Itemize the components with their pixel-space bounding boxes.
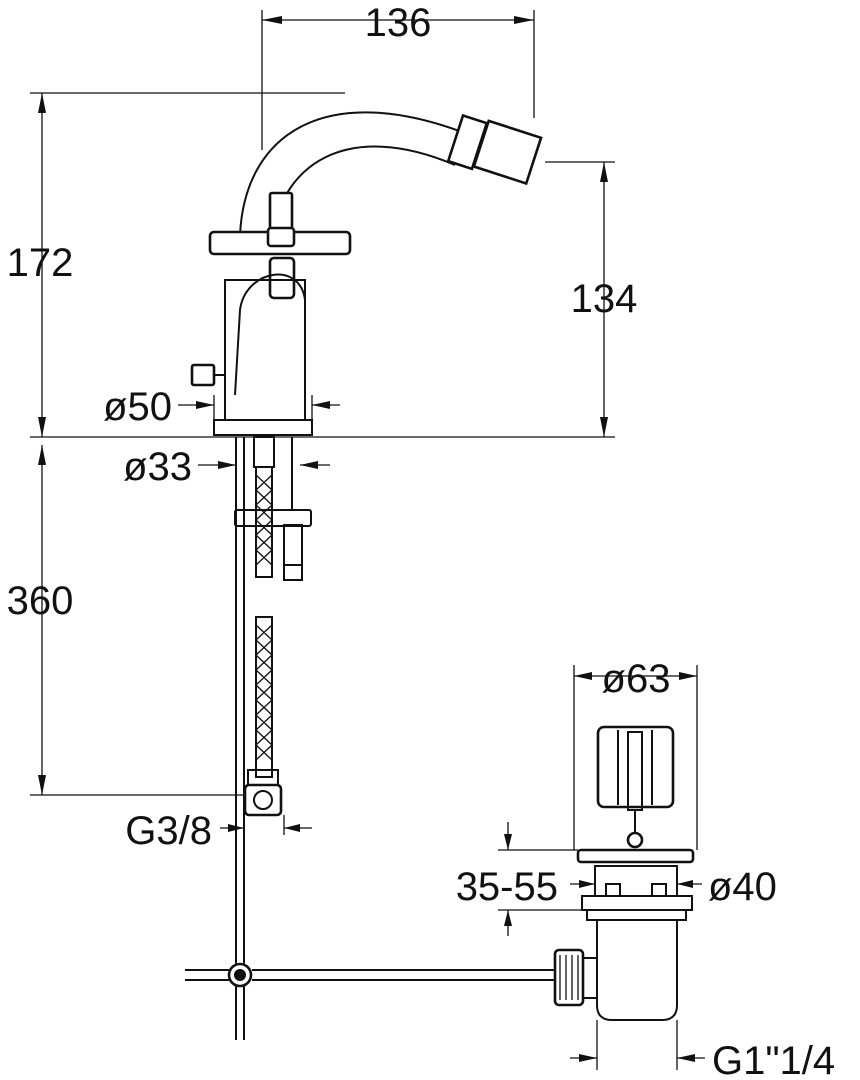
pop-up-rod bbox=[185, 962, 555, 988]
waste-assembly bbox=[553, 725, 695, 1021]
faucet-body bbox=[190, 273, 313, 436]
braided-hose-lower bbox=[255, 616, 273, 778]
braided-hose-upper bbox=[255, 466, 273, 578]
dim-o63: ø63 bbox=[602, 657, 671, 701]
dim-o40: ø40 bbox=[708, 865, 777, 909]
dim-g1-1-4: G1"1/4 bbox=[712, 1039, 835, 1080]
shank-assembly bbox=[234, 436, 312, 1040]
dimension-labels: 136 172 134 ø50 ø33 360 G3/8 ø63 35-55 ø… bbox=[7, 1, 836, 1080]
dim-o33: ø33 bbox=[123, 445, 192, 489]
dim-136: 136 bbox=[365, 1, 432, 45]
fixing-nut bbox=[234, 509, 312, 527]
dim-360: 360 bbox=[7, 579, 74, 623]
dim-o50: ø50 bbox=[103, 385, 172, 429]
cross-handle bbox=[208, 191, 352, 300]
dimension-lines bbox=[30, 10, 705, 1070]
pop-up-knob bbox=[190, 363, 216, 387]
dim-134: 134 bbox=[571, 277, 638, 321]
waste-plug-head bbox=[596, 725, 675, 809]
dim-g3-8: G3/8 bbox=[125, 809, 212, 853]
dim-35-55: 35-55 bbox=[456, 865, 558, 909]
dim-172: 172 bbox=[7, 241, 74, 285]
supply-fitting bbox=[243, 783, 283, 817]
